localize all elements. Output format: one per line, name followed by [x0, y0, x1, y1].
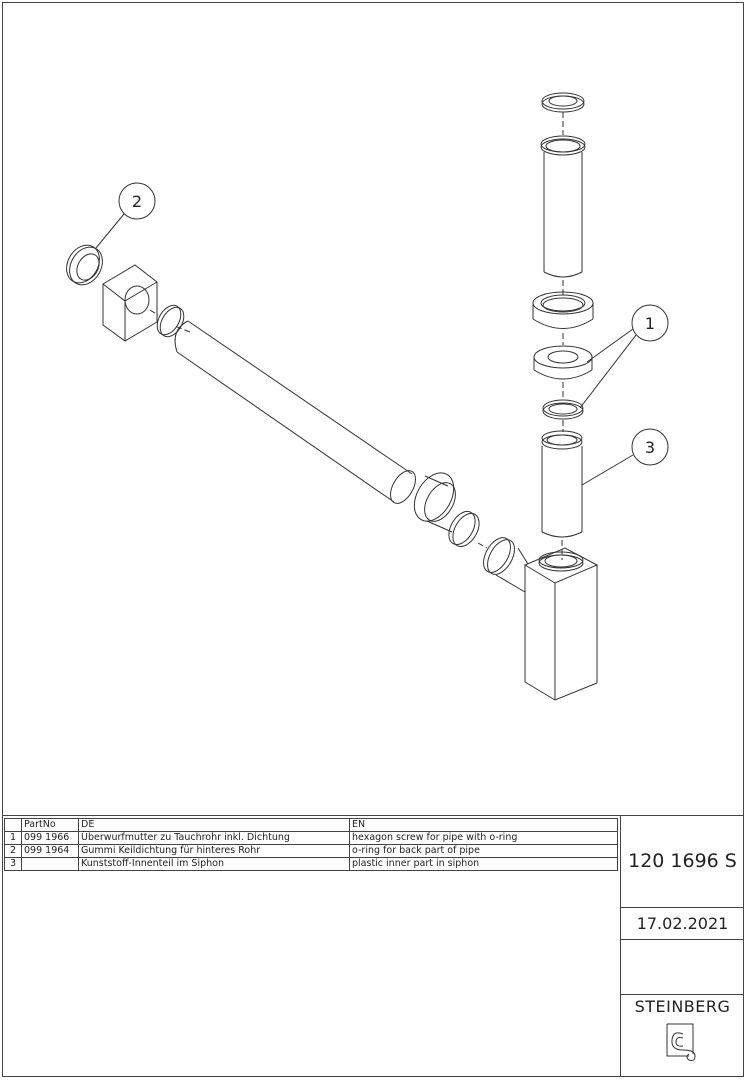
header-index — [4, 818, 22, 832]
callout-1: 1 — [579, 304, 669, 409]
horizontal-pipe — [174, 320, 416, 504]
title-block-divider — [2, 815, 743, 816]
empty-cell — [621, 939, 744, 995]
table-row: 3 Kunststoff-Innenteil im Siphon plastic… — [4, 857, 618, 871]
row-partno: 099 1966 — [21, 831, 79, 845]
row-en: plastic inner part in siphon — [349, 857, 618, 871]
inner-tube — [541, 430, 583, 538]
steinberg-logo-icon — [666, 1023, 696, 1061]
o-ring — [542, 399, 584, 420]
table-header-row: PartNo DE EN — [4, 818, 618, 832]
header-partno: PartNo — [21, 818, 79, 832]
row-index: 3 — [4, 857, 22, 871]
title-block: 120 1696 S 17.02.2021 STEINBERG — [620, 815, 744, 1076]
brand-name: STEINBERG — [634, 997, 731, 1016]
wedge-seal — [66, 244, 103, 286]
rear-o-ring — [448, 510, 480, 548]
siphon-body — [483, 537, 599, 701]
row-partno — [21, 857, 79, 871]
dip-tube — [540, 135, 586, 278]
svg-text:1: 1 — [645, 314, 655, 333]
hexagon-nut — [532, 291, 594, 329]
row-de: Überwurfmutter zu Tauchrohr inkl. Dichtu… — [78, 831, 350, 845]
svg-text:2: 2 — [132, 192, 142, 211]
wall-rosette — [102, 264, 158, 342]
document-number: 120 1696 S — [621, 815, 744, 908]
row-en: hexagon screw for pipe with o-ring — [349, 831, 618, 845]
table-row: 2 099 1964 Gummi Keildichtung für hinter… — [4, 844, 618, 858]
row-index: 1 — [4, 831, 22, 845]
exploded-view-drawing: 2 1 3 — [66, 92, 669, 701]
rear-nut — [413, 472, 456, 533]
row-de: Gummi Keildichtung für hinteres Rohr — [78, 844, 350, 858]
callout-3: 3 — [581, 428, 669, 486]
conical-washer — [533, 345, 593, 380]
svg-text:3: 3 — [645, 438, 655, 457]
row-en: o-ring for back part of pipe — [349, 844, 618, 858]
row-index: 2 — [4, 844, 22, 858]
table-row: 1 099 1966 Überwurfmutter zu Tauchrohr i… — [4, 831, 618, 845]
row-de: Kunststoff-Innenteil im Siphon — [78, 857, 350, 871]
callout-2: 2 — [95, 182, 156, 249]
rubber-seal — [156, 304, 185, 338]
top-ring — [541, 92, 585, 113]
header-en: EN — [349, 818, 618, 832]
parts-table: PartNo DE EN 1 099 1966 Überwurfmutter z… — [4, 818, 618, 871]
row-partno: 099 1964 — [21, 844, 79, 858]
header-de: DE — [78, 818, 350, 832]
document-date: 17.02.2021 — [621, 907, 744, 940]
